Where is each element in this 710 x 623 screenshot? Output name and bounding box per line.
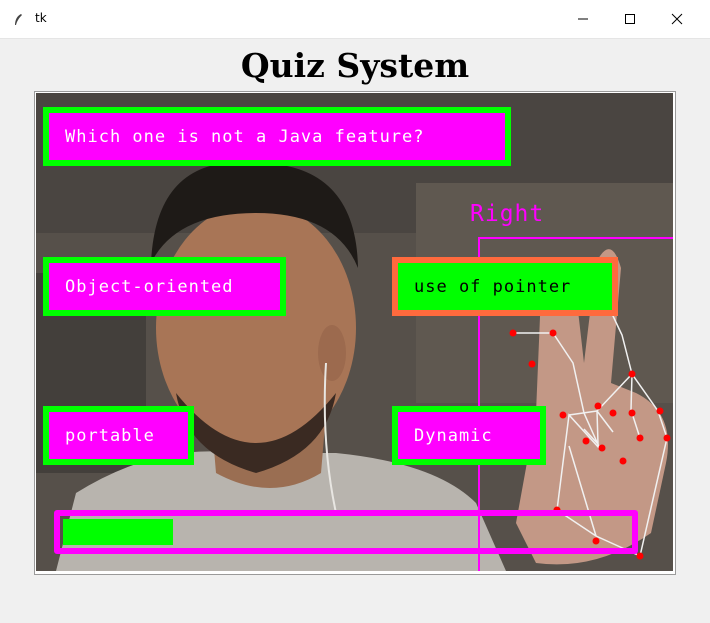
hand-label: Right [470,201,545,227]
progress-bar [54,510,638,554]
maximize-icon [624,13,636,25]
close-button[interactable] [654,0,700,38]
option-3-button[interactable]: portable [43,406,194,465]
app-title: Quiz System [240,46,470,85]
question-box: Which one is not a Java feature? [43,107,511,166]
minimize-icon [577,13,589,25]
minimize-button[interactable] [560,0,606,38]
window-titlebar: tk [0,0,710,39]
window-title: tk [35,11,47,25]
feather-icon [13,12,23,31]
progress-fill [63,519,173,545]
option-1-button[interactable]: Object-oriented [43,257,286,316]
maximize-button[interactable] [607,0,653,38]
option-4-button[interactable]: Dynamic [392,406,546,465]
close-icon [671,13,683,25]
option-2-button[interactable]: use of pointer [392,257,618,316]
